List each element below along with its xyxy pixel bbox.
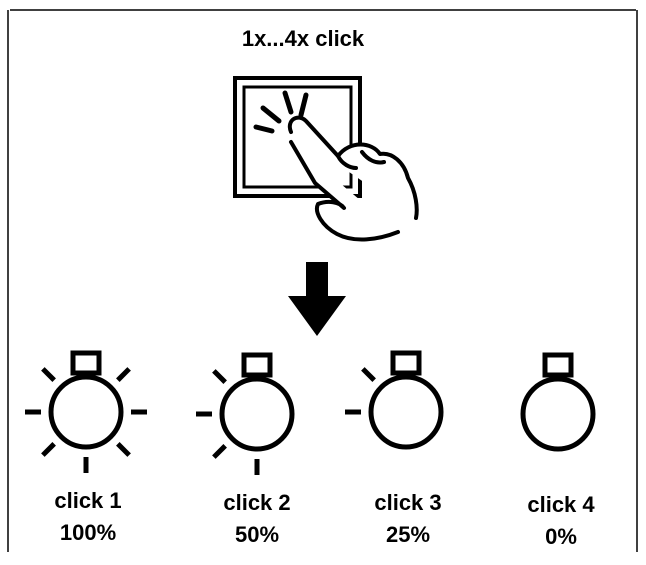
step-3-percent-label: 25%: [385, 522, 431, 547]
bulb-socket: [241, 352, 273, 378]
bulb-socket: [390, 350, 422, 376]
step-2-click-label: click 2: [223, 490, 291, 515]
down-arrow-icon: [288, 262, 346, 336]
wall-switch-icon: [233, 76, 362, 198]
light-ray: [212, 444, 227, 459]
light-ray: [361, 367, 376, 382]
bulb-glass: [48, 374, 124, 450]
diagram-title: 1x...4x click: [241, 26, 365, 51]
light-ray: [41, 367, 56, 382]
light-ray: [116, 367, 131, 382]
step-1-click-label: click 1: [54, 488, 122, 513]
step-1-percent-label: 100%: [59, 520, 117, 545]
bulb-glass: [219, 376, 295, 452]
step-4-percent-label: 0%: [545, 524, 577, 549]
bulb-socket: [70, 350, 102, 376]
frame-lines: [7, 9, 638, 552]
step-2-percent-label: 50%: [234, 522, 280, 547]
light-ray: [41, 442, 56, 457]
step-4-click-label: click 4: [527, 492, 595, 517]
light-bulb-icon: [345, 350, 444, 450]
press-rays-icon: [253, 90, 309, 134]
pointing-hand-icon: [287, 115, 419, 242]
light-bulb-icon: [520, 352, 596, 452]
bulb-socket: [542, 352, 574, 378]
light-bulb-icon: [196, 352, 295, 475]
bulb-row: [25, 350, 596, 475]
light-ray: [212, 369, 227, 384]
step-3-click-label: click 3: [374, 490, 442, 515]
bulb-glass: [520, 376, 596, 452]
light-ray: [116, 442, 131, 457]
bulb-glass: [368, 374, 444, 450]
light-bulb-icon: [25, 350, 147, 473]
